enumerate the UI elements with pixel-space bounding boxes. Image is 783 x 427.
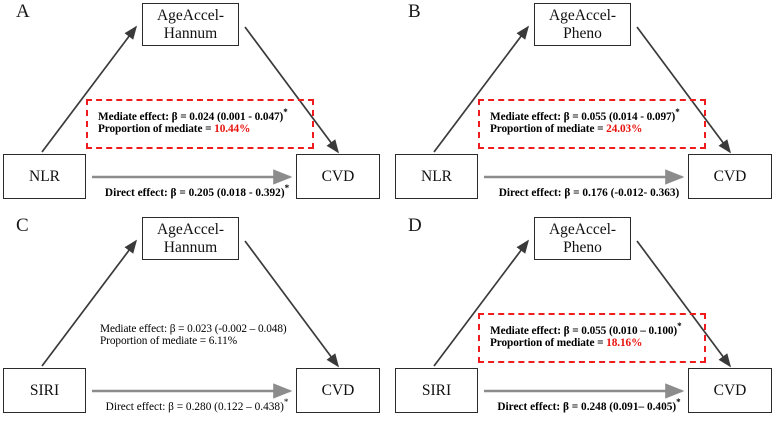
path-arrows bbox=[41, 25, 340, 185]
direct-effect-line: Direct effect: β = 0.205 (0.018 - 0.392)… bbox=[62, 183, 332, 199]
mediator-label-line1: AgeAccel- bbox=[156, 221, 225, 239]
exposure-node: NLR bbox=[3, 154, 86, 199]
direct-significance-star: * bbox=[676, 397, 681, 407]
mediator-node: AgeAccel- Pheno bbox=[534, 217, 631, 260]
direct-effect-line: Direct effect: β = 0.176 (-0.012- 0.363) bbox=[454, 183, 724, 199]
mediator-label-line2: Hannum bbox=[163, 238, 218, 256]
proportion-value: 18.16% bbox=[606, 336, 643, 349]
exposure-label: SIRI bbox=[421, 381, 452, 399]
mediate-significance-star: * bbox=[283, 107, 288, 117]
proportion-mediated-line: Proportion of mediate = 10.44% bbox=[98, 123, 304, 135]
mediator-node: AgeAccel- Hannum bbox=[142, 217, 239, 260]
exposure-label: NLR bbox=[421, 167, 452, 185]
mediation-panel-d: D AgeAccel- Pheno SIRI CVD bbox=[392, 214, 783, 427]
panel-letter: D bbox=[408, 215, 422, 236]
direct-effect-text: Direct effect: β = 0.248 (0.091– 0.405) bbox=[497, 400, 677, 413]
path-arrows bbox=[41, 239, 340, 399]
mediate-effect-box: Mediate effect: β = 0.055 (0.010 – 0.100… bbox=[478, 313, 706, 363]
outcome-node: CVD bbox=[688, 154, 772, 199]
proportion-label: Proportion of mediate = bbox=[490, 122, 607, 135]
proportion-value: 24.03% bbox=[606, 122, 643, 135]
proportion-value: 10.44% bbox=[214, 122, 251, 135]
direct-effect-text: Direct effect: β = 0.176 (-0.012- 0.363) bbox=[498, 186, 680, 199]
direct-significance-star: * bbox=[283, 397, 289, 407]
mediator-label-line1: AgeAccel- bbox=[548, 7, 617, 25]
mediation-panel-a: A AgeAccel- Hannum NLR CVD bbox=[0, 0, 391, 213]
outcome-node: CVD bbox=[688, 368, 772, 413]
mediate-significance-star: * bbox=[675, 107, 680, 117]
outcome-node: CVD bbox=[296, 154, 380, 199]
exposure-label: SIRI bbox=[29, 381, 60, 399]
mediate-effect-text: Mediate effect: β = 0.055 (0.010 – 0.100… bbox=[490, 324, 678, 337]
outcome-label: CVD bbox=[321, 381, 355, 399]
mediator-node: AgeAccel- Hannum bbox=[142, 3, 239, 46]
mediate-effect-box: Mediate effect: β = 0.055 (0.014 - 0.097… bbox=[478, 99, 706, 149]
proportion-mediated-line: Proportion of mediate = 24.03% bbox=[490, 123, 696, 135]
panel-letter: C bbox=[16, 215, 29, 236]
outcome-label: CVD bbox=[713, 381, 747, 399]
path-arrows bbox=[433, 239, 732, 399]
mediator-label-line1: AgeAccel- bbox=[156, 7, 225, 25]
mediator-label-line2: Hannum bbox=[163, 24, 218, 42]
mediate-effect-line: Mediate effect: β = 0.023 (-0.002 – 0.04… bbox=[100, 319, 306, 335]
outcome-node: CVD bbox=[296, 368, 380, 413]
mediate-effect-line: Mediate effect: β = 0.055 (0.014 - 0.097… bbox=[490, 107, 696, 123]
proportion-label: Proportion of mediate = bbox=[100, 334, 209, 347]
mediate-effect-box: Mediate effect: β = 0.023 (-0.002 – 0.04… bbox=[86, 313, 314, 363]
proportion-value: 6.11% bbox=[208, 334, 238, 347]
path-arrows bbox=[433, 25, 732, 185]
mediate-effect-text: Mediate effect: β = 0.024 (0.001 - 0.047… bbox=[98, 110, 284, 123]
exposure-node: SIRI bbox=[395, 368, 478, 413]
exposure-node: NLR bbox=[395, 154, 478, 199]
direct-effect-line: Direct effect: β = 0.280 (0.122 – 0.438)… bbox=[62, 397, 332, 413]
mediate-effect-line: Mediate effect: β = 0.055 (0.010 – 0.100… bbox=[490, 321, 696, 337]
proportion-mediated-line: Proportion of mediate = 18.16% bbox=[490, 337, 696, 349]
direct-effect-text: Direct effect: β = 0.205 (0.018 - 0.392) bbox=[104, 186, 285, 199]
mediate-significance-star: * bbox=[677, 321, 682, 331]
mediate-effect-box: Mediate effect: β = 0.024 (0.001 - 0.047… bbox=[86, 99, 314, 149]
direct-significance-star: * bbox=[284, 183, 290, 193]
mediate-effect-text: Mediate effect: β = 0.023 (-0.002 – 0.04… bbox=[100, 322, 287, 335]
outcome-label: CVD bbox=[713, 167, 747, 185]
mediator-node: AgeAccel- Pheno bbox=[534, 3, 631, 46]
mediator-label-line1: AgeAccel- bbox=[548, 221, 617, 239]
panel-letter: A bbox=[16, 1, 30, 22]
outcome-label: CVD bbox=[321, 167, 355, 185]
mediator-label-line2: Pheno bbox=[563, 24, 602, 42]
exposure-node: SIRI bbox=[3, 368, 86, 413]
mediation-panel-c: C AgeAccel- Hannum SIRI CVD bbox=[0, 214, 391, 427]
exposure-label: NLR bbox=[29, 167, 60, 185]
proportion-label: Proportion of mediate = bbox=[490, 336, 607, 349]
mediation-panel-b: B AgeAccel- Pheno NLR CVD bbox=[392, 0, 783, 213]
proportion-label: Proportion of mediate = bbox=[98, 122, 215, 135]
mediate-effect-line: Mediate effect: β = 0.024 (0.001 - 0.047… bbox=[98, 107, 304, 123]
panel-letter: B bbox=[408, 1, 421, 22]
direct-effect-line: Direct effect: β = 0.248 (0.091– 0.405)* bbox=[454, 397, 724, 413]
mediate-effect-text: Mediate effect: β = 0.055 (0.014 - 0.097… bbox=[490, 110, 676, 123]
proportion-mediated-line: Proportion of mediate = 6.11% bbox=[100, 335, 306, 347]
direct-effect-text: Direct effect: β = 0.280 (0.122 – 0.438) bbox=[105, 400, 284, 413]
mediator-label-line2: Pheno bbox=[563, 238, 602, 256]
